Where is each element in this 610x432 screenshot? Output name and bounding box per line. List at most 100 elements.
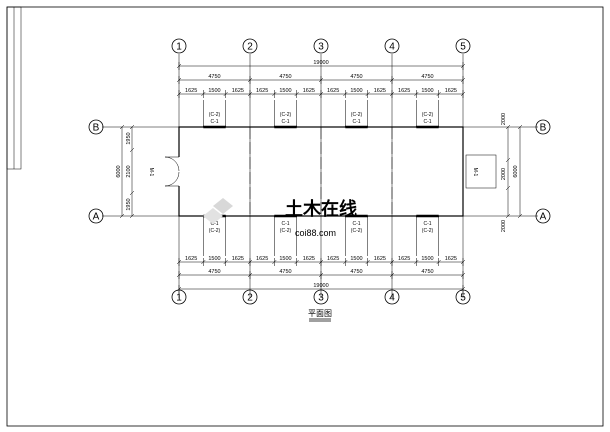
grid-bubble-text: 2 <box>247 293 253 304</box>
grid-bubble-row <box>535 119 551 135</box>
dim-tick <box>129 147 135 153</box>
window-label-bottom: C-1 <box>423 221 431 227</box>
dim-text: 4750 <box>421 269 433 275</box>
dim-text: 1625 <box>374 88 386 94</box>
dim-text: 1950 <box>126 198 132 210</box>
dim-text: 1625 <box>256 256 268 262</box>
dim-tick <box>517 213 523 219</box>
grid-bubble-text: B <box>540 123 547 134</box>
window-label-top: (C-2) <box>351 112 363 118</box>
window-label-top: (C-2) <box>422 112 434 118</box>
grid-bubble-column <box>384 38 400 54</box>
watermark-logo <box>203 198 233 224</box>
right-door-label: M-1 <box>472 168 478 177</box>
watermark-url: coi88.com <box>295 228 336 238</box>
dim-text: 1500 <box>208 88 220 94</box>
dim-text: 4750 <box>350 74 362 80</box>
window-labels: (C-2)C-1C-1(C-2)(C-2)C-1C-1(C-2)(C-2)C-1… <box>203 100 439 256</box>
grid-bubble-text: 2 <box>247 42 253 53</box>
drawing-frame <box>6 6 604 427</box>
right-annex <box>465 154 497 189</box>
grid-bubble-text: 5 <box>460 293 466 304</box>
dim-text: 4750 <box>279 74 291 80</box>
dim-text: 2100 <box>126 165 132 177</box>
window-label-bottom: C-1 <box>281 221 289 227</box>
grid-bubble-text: 4 <box>389 42 395 53</box>
dim-tick <box>505 185 511 191</box>
door-swing-top <box>164 156 180 172</box>
dim-tick <box>505 213 511 219</box>
dim-text: 1625 <box>327 88 339 94</box>
grid-bubble-text: 3 <box>318 42 324 53</box>
dim-text: 1625 <box>327 256 339 262</box>
dim-text: 1625 <box>232 88 244 94</box>
dim-text: 1625 <box>303 256 315 262</box>
grid-bubble-column <box>313 289 329 305</box>
dim-text: 1500 <box>421 256 433 262</box>
grid-bubble-row <box>88 208 104 224</box>
grid-bubble-text: A <box>93 212 100 223</box>
dim-text: 4750 <box>208 269 220 275</box>
dim-text: 6000 <box>116 165 122 177</box>
grid-bubble-text: 5 <box>460 42 466 53</box>
drawing-title: 平面图 <box>308 309 332 318</box>
dim-tick <box>129 190 135 196</box>
grid-bubble-column <box>455 289 471 305</box>
dim-text: 1625 <box>398 88 410 94</box>
dim-text: 1500 <box>208 256 220 262</box>
dim-tick <box>505 124 511 130</box>
dim-text: 1500 <box>421 88 433 94</box>
grid-bubble-column <box>171 289 187 305</box>
dim-text: 4750 <box>279 269 291 275</box>
dim-text: 1500 <box>350 88 362 94</box>
dim-text: 4750 <box>421 74 433 80</box>
door-swing-bottom <box>164 171 180 187</box>
grid-bubble-text: 4 <box>389 293 395 304</box>
window-label-top: (C-2) <box>209 112 221 118</box>
dim-tick <box>129 213 135 219</box>
window-label-bottom: (C-2) <box>351 228 363 234</box>
window-label-top: C-1 <box>281 119 289 125</box>
window-label-top: (C-2) <box>280 112 292 118</box>
dim-text: 1625 <box>256 88 268 94</box>
grid-bubble-column <box>313 38 329 54</box>
dim-text: 1500 <box>350 256 362 262</box>
grid-bubble-text: 3 <box>318 293 324 304</box>
dim-text: 2000 <box>501 113 507 125</box>
dim-text: 4750 <box>208 74 220 80</box>
dim-tick <box>517 124 523 130</box>
grid-bubble-column <box>171 38 187 54</box>
grid-bubble-column <box>242 38 258 54</box>
dim-text: 6000 <box>513 165 519 177</box>
dim-text: 1950 <box>126 132 132 144</box>
dim-text: 1625 <box>445 256 457 262</box>
dim-tick <box>119 124 125 130</box>
dim-text: 1625 <box>398 256 410 262</box>
window-label-top: C-1 <box>352 119 360 125</box>
window-label-bottom: C-1 <box>352 221 360 227</box>
dim-text: 2000 <box>501 168 507 180</box>
grid-bubble-text: 1 <box>176 293 182 304</box>
dim-text: 2000 <box>501 220 507 232</box>
window-label-bottom: (C-2) <box>422 228 434 234</box>
door-label: M-1 <box>148 168 154 177</box>
dim-text: 1500 <box>279 88 291 94</box>
grid-bubble-column <box>242 289 258 305</box>
dim-text: 1500 <box>279 256 291 262</box>
window-label-top: C-1 <box>423 119 431 125</box>
grid-bubble-text: A <box>540 212 547 223</box>
dim-tick <box>119 213 125 219</box>
dim-tick <box>129 124 135 130</box>
window-label-bottom: C-1 <box>210 221 218 227</box>
dim-text: 4750 <box>350 269 362 275</box>
watermark-text: 土木在线 <box>285 198 357 219</box>
grid-bubble-text: 1 <box>176 42 182 53</box>
dim-text: 1625 <box>185 88 197 94</box>
grid-bubble-column <box>455 38 471 54</box>
dim-text: 1625 <box>232 256 244 262</box>
dim-tick <box>505 157 511 163</box>
window-label-bottom: (C-2) <box>280 228 292 234</box>
